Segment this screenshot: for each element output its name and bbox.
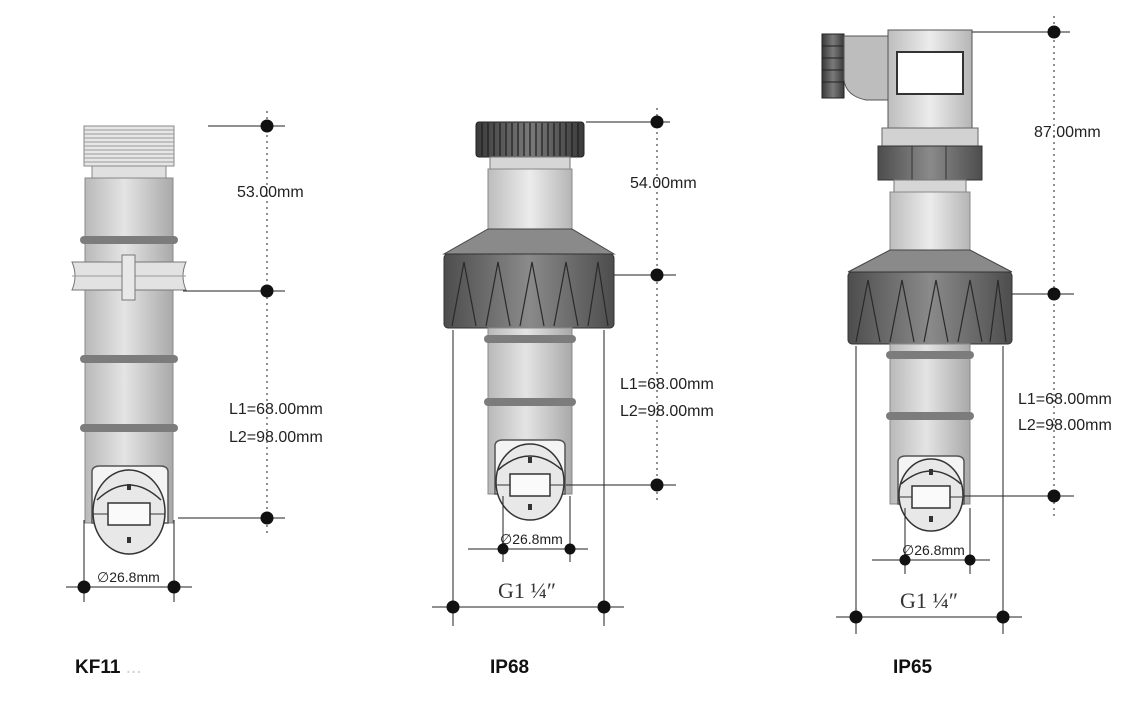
ip65-sensing-window xyxy=(897,455,965,532)
ip68-caption: IP68 xyxy=(490,657,530,678)
kf11-dim-top: 53.00mm xyxy=(237,184,304,201)
kf11-oring xyxy=(80,236,178,244)
kf11-threaded-head xyxy=(83,125,175,179)
ip65-dim-l2: L2=98.00mm xyxy=(1018,417,1112,434)
ip68-dim-diameter: ∅26.8mm xyxy=(500,531,563,547)
ip68-dimension-dots xyxy=(446,115,664,614)
ip68-dim-l2: L2=98.00mm xyxy=(620,403,714,420)
kf11-dim-l1: L1=68.00mm xyxy=(229,401,323,418)
ip65-dim-l1: L1=68.00mm xyxy=(1018,391,1112,408)
ip68-dim-top: 54.00mm xyxy=(630,175,697,192)
ip68-sensor: 54.00mm L1=68.00mm L2=98.00mm ∅26.8mm G1… xyxy=(432,108,714,626)
ip68-sensing-window xyxy=(494,439,566,521)
ip65-neck xyxy=(889,191,971,251)
ip65-hex-nut xyxy=(847,249,1013,345)
kf11-dim-l2: L2=98.00mm xyxy=(229,429,323,446)
kf11-oring xyxy=(80,424,178,432)
kf11-caption-faded: ... xyxy=(125,657,142,678)
ip65-dim-top: 87.00mm xyxy=(1034,124,1101,141)
ip65-sensor: 87.00mm L1=68.00mm L2=98.00mm ∅26.8mm G1… xyxy=(821,16,1112,634)
kf11-sensor: 53.00mm L1=68.00mm L2=98.00mm ∅26.8mm xyxy=(66,111,323,602)
ip68-oring xyxy=(484,335,576,343)
ip68-knurled-cap xyxy=(475,121,585,170)
kf11-dim-diameter: ∅26.8mm xyxy=(97,569,160,585)
kf11-oring xyxy=(80,355,178,363)
ip65-dim-diameter: ∅26.8mm xyxy=(902,542,965,558)
ip65-caption: IP65 xyxy=(893,657,933,678)
ip65-thread-size: G1 ¼″ xyxy=(900,588,958,613)
ip68-thread-size: G1 ¼″ xyxy=(498,578,556,603)
kf11-caption-text: KF11 xyxy=(75,657,121,678)
kf11-sensing-window xyxy=(91,465,169,555)
ip65-din-connector xyxy=(821,29,979,147)
ip65-dimension-dots xyxy=(849,25,1061,624)
ip68-oring xyxy=(484,398,576,406)
ip65-oring xyxy=(886,351,974,359)
ip68-hex-nut xyxy=(442,228,616,329)
ip65-gland-nut xyxy=(877,145,983,193)
kf11-clamp-flange xyxy=(71,254,187,301)
kf11-caption: KF11 ... xyxy=(75,657,142,679)
ip68-neck xyxy=(487,168,573,230)
ip65-oring xyxy=(886,412,974,420)
kf11-dimension-dots xyxy=(77,119,274,594)
ip68-dim-l1: L1=68.00mm xyxy=(620,376,714,393)
